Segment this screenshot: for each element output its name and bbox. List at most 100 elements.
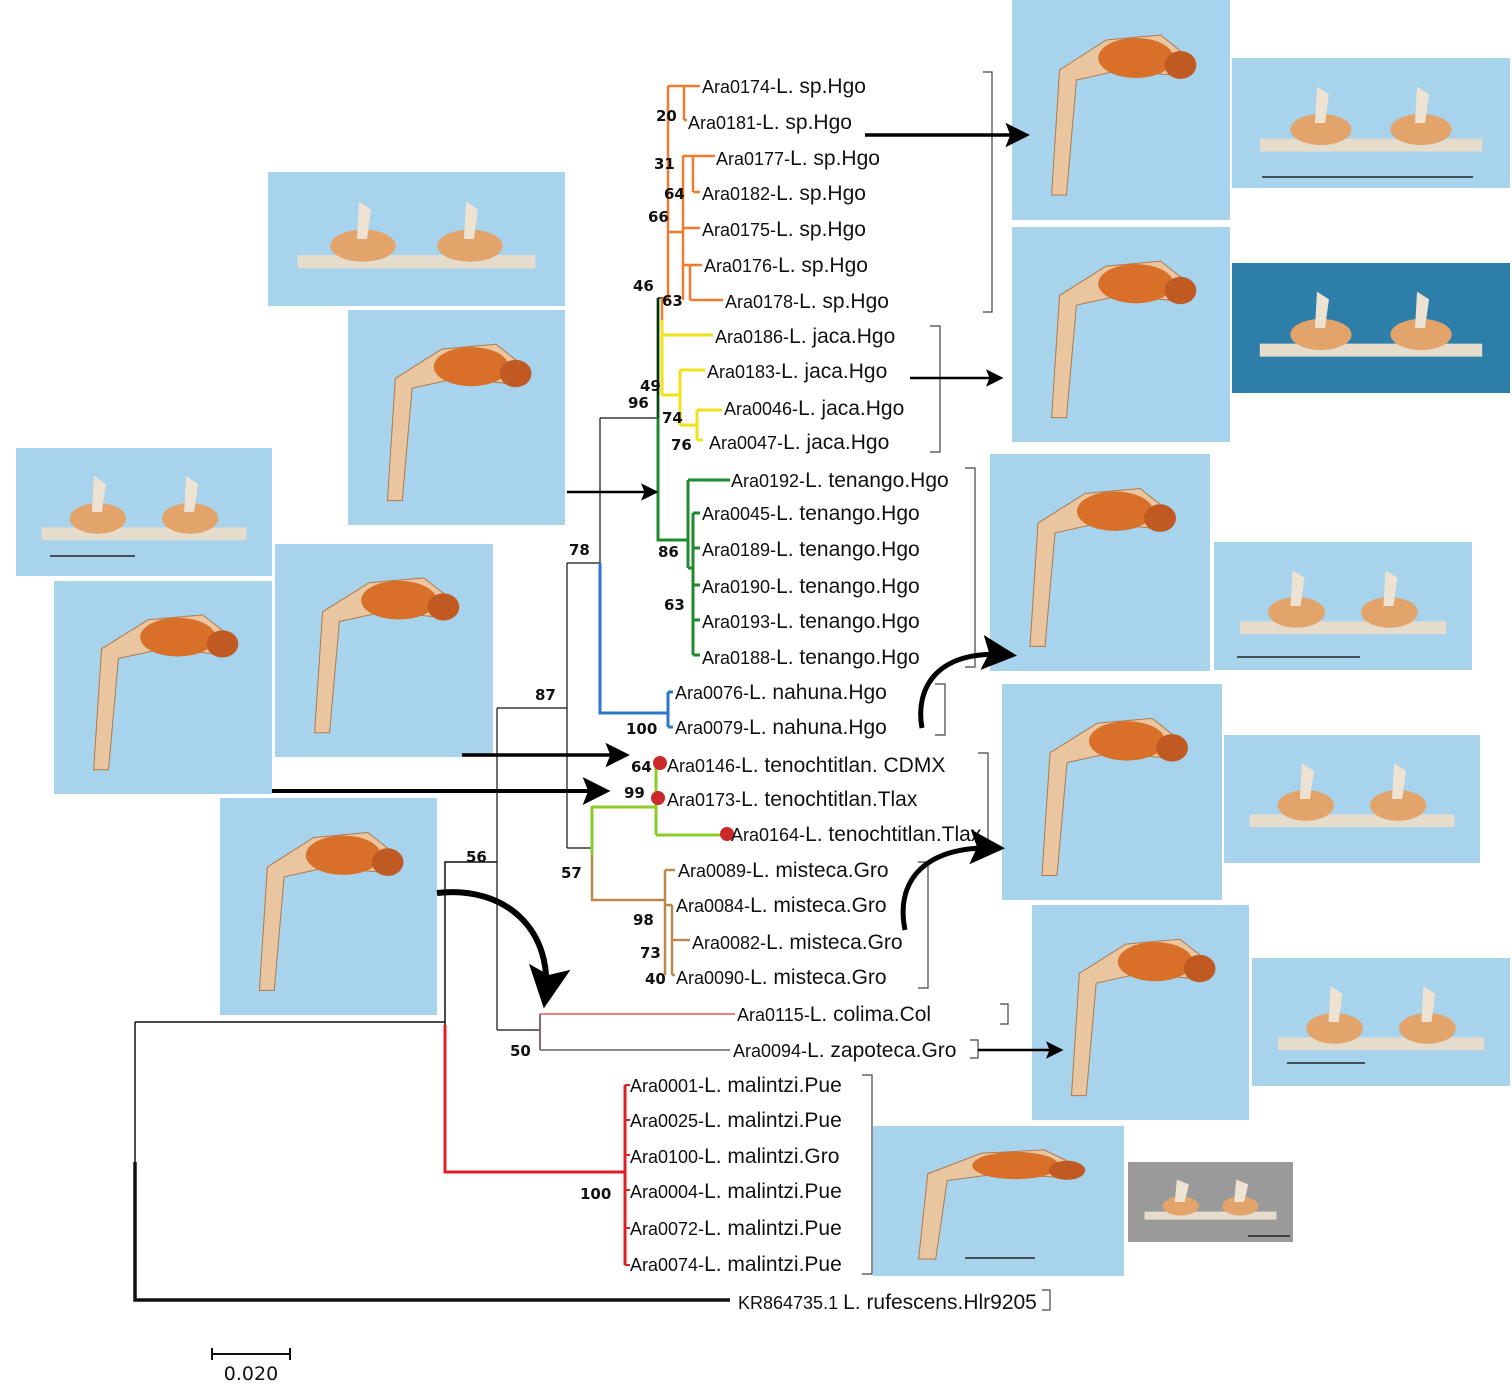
taxon-name: L. sp.Hgo bbox=[799, 290, 889, 313]
taxon-name: L. malintzi.Gro bbox=[704, 1145, 839, 1168]
arrow-nahuna bbox=[918, 634, 1017, 729]
bracket-jaca bbox=[930, 325, 941, 453]
bootstrap-value: 100 bbox=[580, 1185, 611, 1203]
pedipalp-photo bbox=[1032, 905, 1249, 1120]
pedipalp-photo bbox=[275, 544, 493, 757]
taxon-name: L. tenango.Hgo bbox=[776, 575, 920, 598]
taxon-label: Ara0025-L. malintzi.Pue bbox=[630, 1109, 842, 1132]
taxon-name: L. rufescens.Hlr9205 bbox=[843, 1291, 1037, 1314]
taxon-name: L. zapoteca.Gro bbox=[807, 1039, 956, 1062]
taxon-name: L. tenango.Hgo bbox=[776, 646, 920, 669]
specimen-photos bbox=[16, 0, 1510, 1276]
taxon-code: Ara0178- bbox=[725, 292, 799, 312]
taxon-code: Ara0146- bbox=[667, 756, 741, 776]
taxon-label: Ara0146-L. tenochtitlan. CDMX bbox=[667, 754, 945, 777]
arrow-misteca bbox=[900, 829, 1005, 931]
taxon-label: Ara0082-L. misteca.Gro bbox=[692, 931, 903, 954]
scale-bar: 0.020 bbox=[211, 1348, 291, 1385]
taxon-name: L. malintzi.Pue bbox=[704, 1217, 842, 1240]
taxon-code: Ara0047- bbox=[709, 433, 783, 453]
bootstrap-value: 50 bbox=[510, 1042, 531, 1060]
taxon-code: Ara0046- bbox=[724, 399, 798, 419]
branch-node87 bbox=[566, 562, 600, 849]
taxon-name: L. sp.Hgo bbox=[776, 182, 866, 205]
taxon-label: Ara0045-L. tenango.Hgo bbox=[702, 502, 920, 525]
taxon-label: Ara0094-L. zapoteca.Gro bbox=[733, 1039, 956, 1062]
taxon-label: Ara0004-L. malintzi.Pue bbox=[630, 1180, 842, 1203]
taxon-code: Ara0084- bbox=[676, 896, 750, 916]
taxon-name: L. tenango.Hgo bbox=[776, 502, 920, 525]
taxon-code: Ara0182- bbox=[702, 184, 776, 204]
epigyne-photo bbox=[1252, 958, 1510, 1086]
branch-node56 bbox=[496, 707, 567, 1031]
taxon-label: Ara0074-L. malintzi.Pue bbox=[630, 1253, 842, 1276]
taxon-label: Ara0182-L. sp.Hgo bbox=[702, 182, 866, 205]
taxon-code: Ara0183- bbox=[707, 362, 781, 382]
taxon-label: Ara0189-L. tenango.Hgo bbox=[702, 538, 920, 561]
taxon-name: L. misteca.Gro bbox=[750, 894, 887, 917]
taxon-label: Ara0046-L. jaca.Hgo bbox=[724, 397, 904, 420]
epigyne-photo bbox=[1128, 1162, 1293, 1242]
taxon-code: Ara0100- bbox=[630, 1147, 704, 1167]
taxon-code: Ara0192- bbox=[731, 471, 805, 491]
taxon-label: Ara0177-L. sp.Hgo bbox=[716, 147, 880, 170]
taxon-label: Ara0190-L. tenango.Hgo bbox=[702, 575, 920, 598]
branch-ingroup-stem bbox=[444, 861, 497, 1172]
epigyne-photo bbox=[1232, 58, 1510, 188]
bootstrap-value: 31 bbox=[654, 155, 675, 173]
taxon-label: Ara0186-L. jaca.Hgo bbox=[715, 325, 895, 348]
branch-misteca bbox=[590, 855, 690, 977]
epigyne-photo bbox=[1232, 263, 1510, 393]
bracket-misteca bbox=[918, 861, 929, 989]
taxon-code: Ara0175- bbox=[702, 220, 776, 240]
taxon-label: Ara0001-L. malintzi.Pue bbox=[630, 1074, 842, 1097]
epigyne-photo bbox=[1214, 542, 1472, 670]
bootstrap-value: 63 bbox=[662, 292, 683, 310]
taxon-label: Ara0193-L. tenango.Hgo bbox=[702, 610, 920, 633]
bootstrap-value: 66 bbox=[648, 208, 669, 226]
taxon-label: Ara0174-L. sp.Hgo bbox=[702, 75, 866, 98]
taxon-name: L. sp.Hgo bbox=[776, 218, 866, 241]
bracket-tenango bbox=[965, 467, 976, 668]
taxon-label: Ara0047-L. jaca.Hgo bbox=[709, 431, 889, 454]
tree-branches bbox=[133, 84, 735, 1302]
taxon-name: L. sp.Hgo bbox=[776, 75, 866, 98]
taxon-code: Ara0188- bbox=[702, 648, 776, 668]
node-dot bbox=[720, 827, 734, 841]
taxon-code: Ara0189- bbox=[702, 540, 776, 560]
taxon-code: Ara0025- bbox=[630, 1111, 704, 1131]
taxon-name: L. nahuna.Hgo bbox=[749, 681, 887, 704]
taxon-code: Ara0001- bbox=[630, 1076, 704, 1096]
bootstrap-value: 49 bbox=[640, 377, 661, 395]
taxon-name: L. colima.Col bbox=[810, 1003, 931, 1026]
taxon-code: Ara0045- bbox=[702, 504, 776, 524]
bootstrap-value: 40 bbox=[645, 970, 666, 988]
bootstrap-value: 98 bbox=[633, 911, 654, 929]
epigyne-photo bbox=[16, 448, 272, 576]
taxon-name: L. sp.Hgo bbox=[790, 147, 880, 170]
clade-brackets bbox=[862, 71, 1051, 1311]
bootstrap-value: 20 bbox=[656, 107, 677, 125]
taxon-label: Ara0175-L. sp.Hgo bbox=[702, 218, 866, 241]
bootstrap-value: 56 bbox=[466, 848, 487, 866]
taxon-label: Ara0178-L. sp.Hgo bbox=[725, 290, 889, 313]
taxon-label: Ara0173-L. tenochtitlan.Tlax bbox=[667, 788, 918, 811]
bracket-sp bbox=[983, 71, 993, 313]
epigyne-photo bbox=[1224, 735, 1480, 863]
taxon-label: KR864735.1 L. rufescens.Hlr9205 bbox=[738, 1291, 1037, 1314]
taxon-name: L. sp.Hgo bbox=[778, 254, 868, 277]
bracket-rufescens bbox=[1042, 1289, 1051, 1311]
taxon-code: Ara0094- bbox=[733, 1041, 807, 1061]
pedipalp-photo bbox=[1012, 0, 1230, 220]
taxon-code: Ara0193- bbox=[702, 612, 776, 632]
taxon-label: Ara0181-L. sp.Hgo bbox=[688, 111, 852, 134]
pedipalp-photo bbox=[348, 310, 565, 525]
bootstrap-value: 64 bbox=[664, 185, 685, 203]
node-markers bbox=[651, 756, 734, 841]
taxon-code: Ara0072- bbox=[630, 1219, 704, 1239]
taxon-label: Ara0100-L. malintzi.Gro bbox=[630, 1145, 839, 1168]
bootstrap-value: 100 bbox=[626, 720, 657, 738]
bootstrap-value: 86 bbox=[658, 543, 679, 561]
pedipalp-photo bbox=[1012, 227, 1230, 442]
